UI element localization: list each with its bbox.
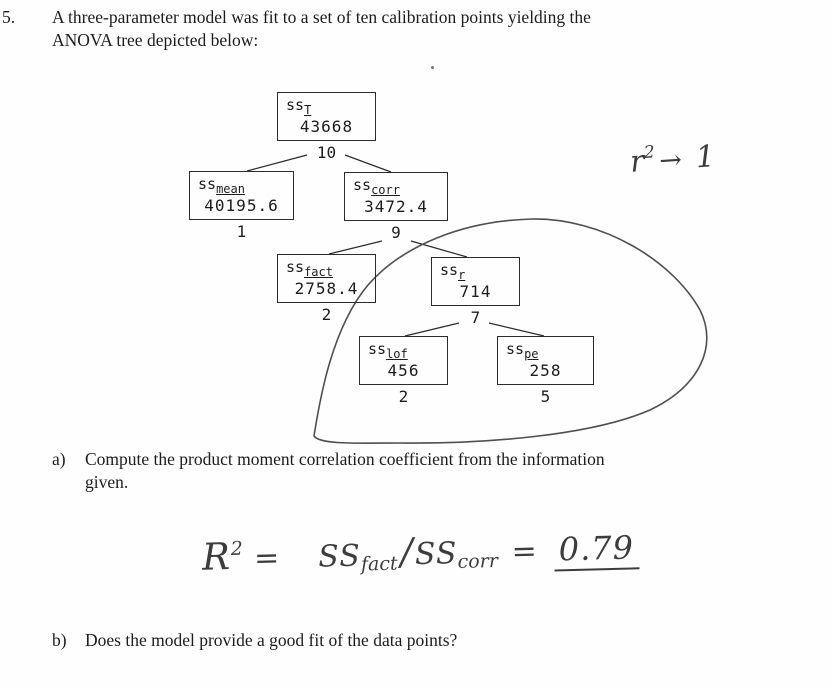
tree-node-box: ssfact 2758.4 [277,254,376,303]
tree-node-ss-r: ssr 714 7 [431,257,520,327]
formula-lhs: R [201,534,232,579]
handwritten-note-r-squared: r2→1 [629,138,716,180]
part-a-text: Compute the product moment correlation c… [85,448,605,494]
tree-node-ss-pe: sspe 258 5 [497,336,594,406]
part-b-text: Does the model provide a good fit of the… [85,630,458,650]
handwritten-formula: R2=SSfact/SScorr=0.79 [201,524,640,579]
scan-artifact-dot [431,66,434,69]
formula-denominator-subscript: corr [457,549,499,574]
node-label: ssmean [198,175,245,196]
node-value: 43668 [299,117,354,136]
question-line-1: A three-parameter model was fit to a set… [52,7,591,27]
node-value: 2758.4 [294,279,359,298]
note-result: 1 [694,139,717,176]
tree-node-box: ssr 714 [431,257,520,306]
node-df: 5 [540,387,551,406]
formula-numerator: SS [317,538,362,575]
formula-lhs-exponent: 2 [230,537,245,560]
part-a-line-1: Compute the product moment correlation c… [85,449,605,469]
tree-node-box: sspe 258 [497,336,594,385]
node-label: sscorr [353,176,400,197]
node-label: sspe [506,340,539,361]
node-df: 9 [391,223,401,242]
node-value: 40195.6 [204,196,279,215]
divide-slash: / [399,530,415,574]
tree-node-box: sslof 456 [359,336,448,385]
question-number: 5. [2,7,16,27]
node-value: 456 [387,361,420,380]
node-label: ssfact [286,258,333,279]
node-label: ssT [286,96,312,117]
formula-result-underlined: 0.79 [553,528,640,572]
node-label: sslof [368,340,408,361]
node-label: ssr [440,261,466,282]
node-df: 2 [321,305,332,324]
tree-node-ss-lof: sslof 456 2 [359,336,448,406]
node-value: 258 [529,361,562,380]
arrow-right-icon: → [658,144,683,177]
tree-node-ss-total: ssT 43668 10 [277,92,376,162]
question-line-2: ANOVA tree depicted below: [52,30,259,50]
part-a-label: a) [52,449,66,469]
part-a-line-2: given. [85,472,129,492]
tree-node-box: ssmean 40195.6 [189,171,294,220]
node-value: 3472.4 [364,197,428,216]
equals-sign: = [511,533,539,570]
node-df: 1 [236,222,247,241]
tree-node-ss-corr: sscorr 3472.4 9 [344,172,448,242]
part-b-label: b) [52,630,67,650]
formula-numerator-subscript: fact [360,552,398,576]
node-df: 7 [470,308,481,327]
hand-drawn-loop [313,218,708,444]
node-df: 10 [316,143,337,162]
tree-node-box: sscorr 3472.4 [344,172,448,221]
node-df: 2 [398,387,409,406]
tree-node-ss-fact: ssfact 2758.4 2 [277,254,376,324]
tree-node-box: ssT 43668 [277,92,376,141]
connector-corr-r [410,240,468,258]
tree-node-ss-mean: ssmean 40195.6 1 [189,171,294,241]
formula-denominator: SS [414,536,458,573]
connector-corr-fact [328,240,383,255]
question-text: A three-parameter model was fit to a set… [52,6,591,52]
equals-sign: = [253,540,281,577]
node-value: 714 [459,282,492,301]
note-exponent: 2 [643,142,656,163]
